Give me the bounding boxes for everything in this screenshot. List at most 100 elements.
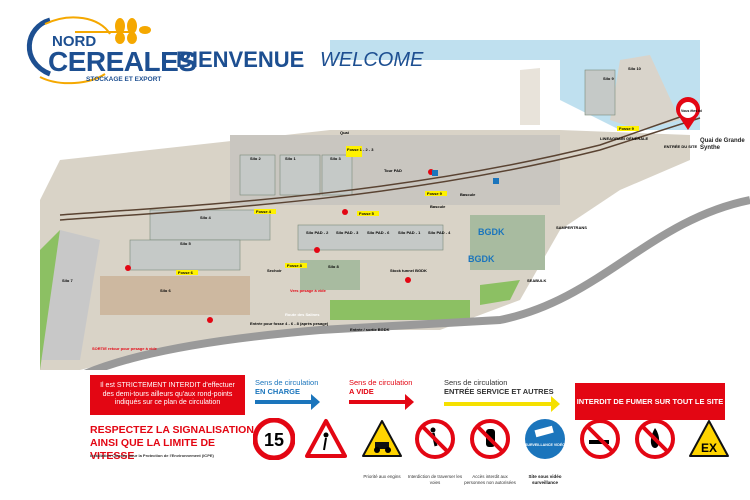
arrow-right-icon <box>349 394 414 410</box>
label-silo-2: Silo 2 <box>250 156 261 161</box>
silo6-building <box>100 276 250 315</box>
logo-text-cereales: CEREALES <box>48 46 197 77</box>
uturn-line-2: des demi-tours ailleurs qu'aux rond-poin… <box>102 390 233 398</box>
arrow-right-icon <box>255 394 320 410</box>
label-silo-10: Silo 10 <box>628 66 642 71</box>
welcome-title: BIENVENUE <box>176 47 305 72</box>
label-fosse-4: Fosse 4 <box>256 209 272 214</box>
flow-value: ENTRÉE SERVICE ET AUTRES <box>444 387 554 396</box>
no-smoking-banner: INTERDIT DE FUMER SUR TOUT LE SITE <box>575 383 725 420</box>
label-silo-7: Silo 7 <box>62 278 73 283</box>
map-sign-markers <box>125 169 499 323</box>
flow-value: A VIDE <box>349 387 374 396</box>
green-center <box>330 300 470 320</box>
route-des-salines <box>83 196 750 370</box>
north-terminal <box>610 55 680 130</box>
label-silo-1: Silo 1 <box>285 156 296 161</box>
label-route-des-salines: Route des Salines <box>285 312 320 317</box>
flow-value: EN CHARGE <box>255 387 301 396</box>
label-fosse-6: Fosse 6 <box>178 270 194 275</box>
respect-line-1: RESPECTEZ LA SIGNALISATION <box>90 424 254 436</box>
label-silo-pad-3: Silo PAD - 3 <box>336 230 359 235</box>
label-quai-grande-synthe: Quai de Grande Synthe <box>700 138 745 151</box>
label-vous-etes-ici: Vous êtes ici <box>681 109 702 113</box>
label-fosse-9b: Fosse 9 <box>619 126 635 131</box>
label-lineagrain: LINEAGRAIN GÉNÉRALE <box>600 136 649 141</box>
uturn-line-3: indiqués sur ce plan de circulation <box>114 399 221 407</box>
caption-no-crossing: Interdiction de traverser les voies <box>407 474 463 485</box>
respect-line-2: AINSI QUE LA LIMITE DE VITESSE <box>90 437 216 463</box>
label-silo-6: Silo 6 <box>160 288 171 293</box>
logo-tagline: STOCKAGE ET EXPORT <box>86 76 162 83</box>
silo-rows <box>129 69 616 271</box>
no-entry-hand-icon <box>470 419 510 459</box>
video-sign-text: SURVEILLANCE VIDÉO <box>525 442 565 447</box>
icpe-note: Installation Classée pour la Protection … <box>90 453 214 458</box>
railway <box>59 109 701 216</box>
bgdk-logo-2: BGDK <box>468 254 495 264</box>
fosse-labels <box>176 126 639 275</box>
bgdk-building <box>470 215 545 270</box>
label-entree-fosse: Entrée pour fosse 4 - 6 - 8 (après pesag… <box>250 321 329 326</box>
label-fosse-5: Fosse 5 <box>359 211 375 216</box>
label-silo-8: Silo 8 <box>328 264 339 269</box>
speed-limit-icon: 15 <box>253 418 295 460</box>
label-seabulk: SEABULK <box>527 278 546 283</box>
speed-value: 15 <box>264 430 284 450</box>
label-silo-pad-4: Silo PAD - 4 <box>428 230 451 235</box>
label-silo-pad-2: Silo PAD - 2 <box>306 230 329 235</box>
green-left <box>40 230 60 370</box>
label-fosse-8: Fosse 8 <box>287 263 303 268</box>
railway-2 <box>59 117 701 221</box>
label-silo-pad-1: Silo PAD - 1 <box>398 230 421 235</box>
quay <box>520 68 540 125</box>
label-quai: Quai <box>340 130 349 135</box>
logo-text-nord: NORD <box>52 33 97 50</box>
green-right <box>480 280 520 305</box>
logo-swoosh-icon <box>26 16 151 85</box>
explosive-atmosphere-icon: EX <box>689 420 729 457</box>
welcome-title-en: WELCOME <box>320 49 424 71</box>
pedestrian-crossing-icon <box>305 419 347 458</box>
bgdk-logo: BGDK <box>478 227 505 237</box>
label-sortie: SORTIE retour pour pesage à vide <box>92 346 158 351</box>
video-surveillance-icon: SURVEILLANCE VIDÉO <box>525 419 565 459</box>
label-silo-pad-6: Silo PAD - 6 <box>367 230 390 235</box>
label-silo-9: Silo 9 <box>603 76 614 81</box>
caption-priority-vehicles: Priorité aux engins <box>363 474 401 479</box>
label-entree-du-site: ENTRÉE DU SITE <box>664 144 697 149</box>
flow-label: Sens de circulation <box>444 378 508 387</box>
label-fosse-9: Fosse 9 <box>427 191 443 196</box>
label-bascule: Bascule <box>460 192 476 197</box>
caption-no-entry: Accès interdit aux personnes non autoris… <box>464 474 516 485</box>
label-entree-bgdk: Entrée / sortie BGDK <box>350 327 390 332</box>
label-tour-pad: Tour PAD <box>384 168 402 173</box>
no-open-flame-icon <box>635 419 675 459</box>
label-stock: Stock tunnel BGDK <box>390 268 427 273</box>
uturn-warning: Il est STRICTEMENT INTERDIT d'effectuer … <box>90 375 245 415</box>
label-bascule-2: Bascule <box>430 204 446 209</box>
ex-text: EX <box>701 441 717 455</box>
caption-video: Site sous vidéo surveillance <box>528 474 562 485</box>
no-smoking-icon <box>580 419 620 459</box>
label-sechoir: Sechoir <box>267 268 282 273</box>
flow-label: Sens de circulation <box>255 378 319 387</box>
vehicle-priority-icon <box>362 420 402 457</box>
site-map: Quai Fosse 1 - 2 - 3 Silo 2 Silo 1 Silo … <box>40 40 750 370</box>
silo8-building <box>300 260 360 290</box>
no-crossing-tracks-icon <box>415 419 455 459</box>
flow-label: Sens de circulation <box>349 378 413 387</box>
label-silo-3: Silo 3 <box>330 156 341 161</box>
label-fosse-123: Fosse 1 - 2 - 3 <box>347 147 374 152</box>
label-vers-pesage: Vers pesage à vide <box>290 288 327 293</box>
uturn-line-1: Il est STRICTEMENT INTERDIT d'effectuer <box>100 381 235 389</box>
label-sampertrans: SAMPERTRANS <box>556 225 587 230</box>
respect-signage-title: RESPECTEZ LA SIGNALISATION AINSI QUE LA … <box>90 424 260 463</box>
you-are-here-pin: Vous êtes ici <box>676 97 702 130</box>
label-silo-5: Silo 5 <box>180 241 191 246</box>
arrow-right-icon <box>444 396 560 412</box>
label-silo-4: Silo 4 <box>200 215 211 220</box>
